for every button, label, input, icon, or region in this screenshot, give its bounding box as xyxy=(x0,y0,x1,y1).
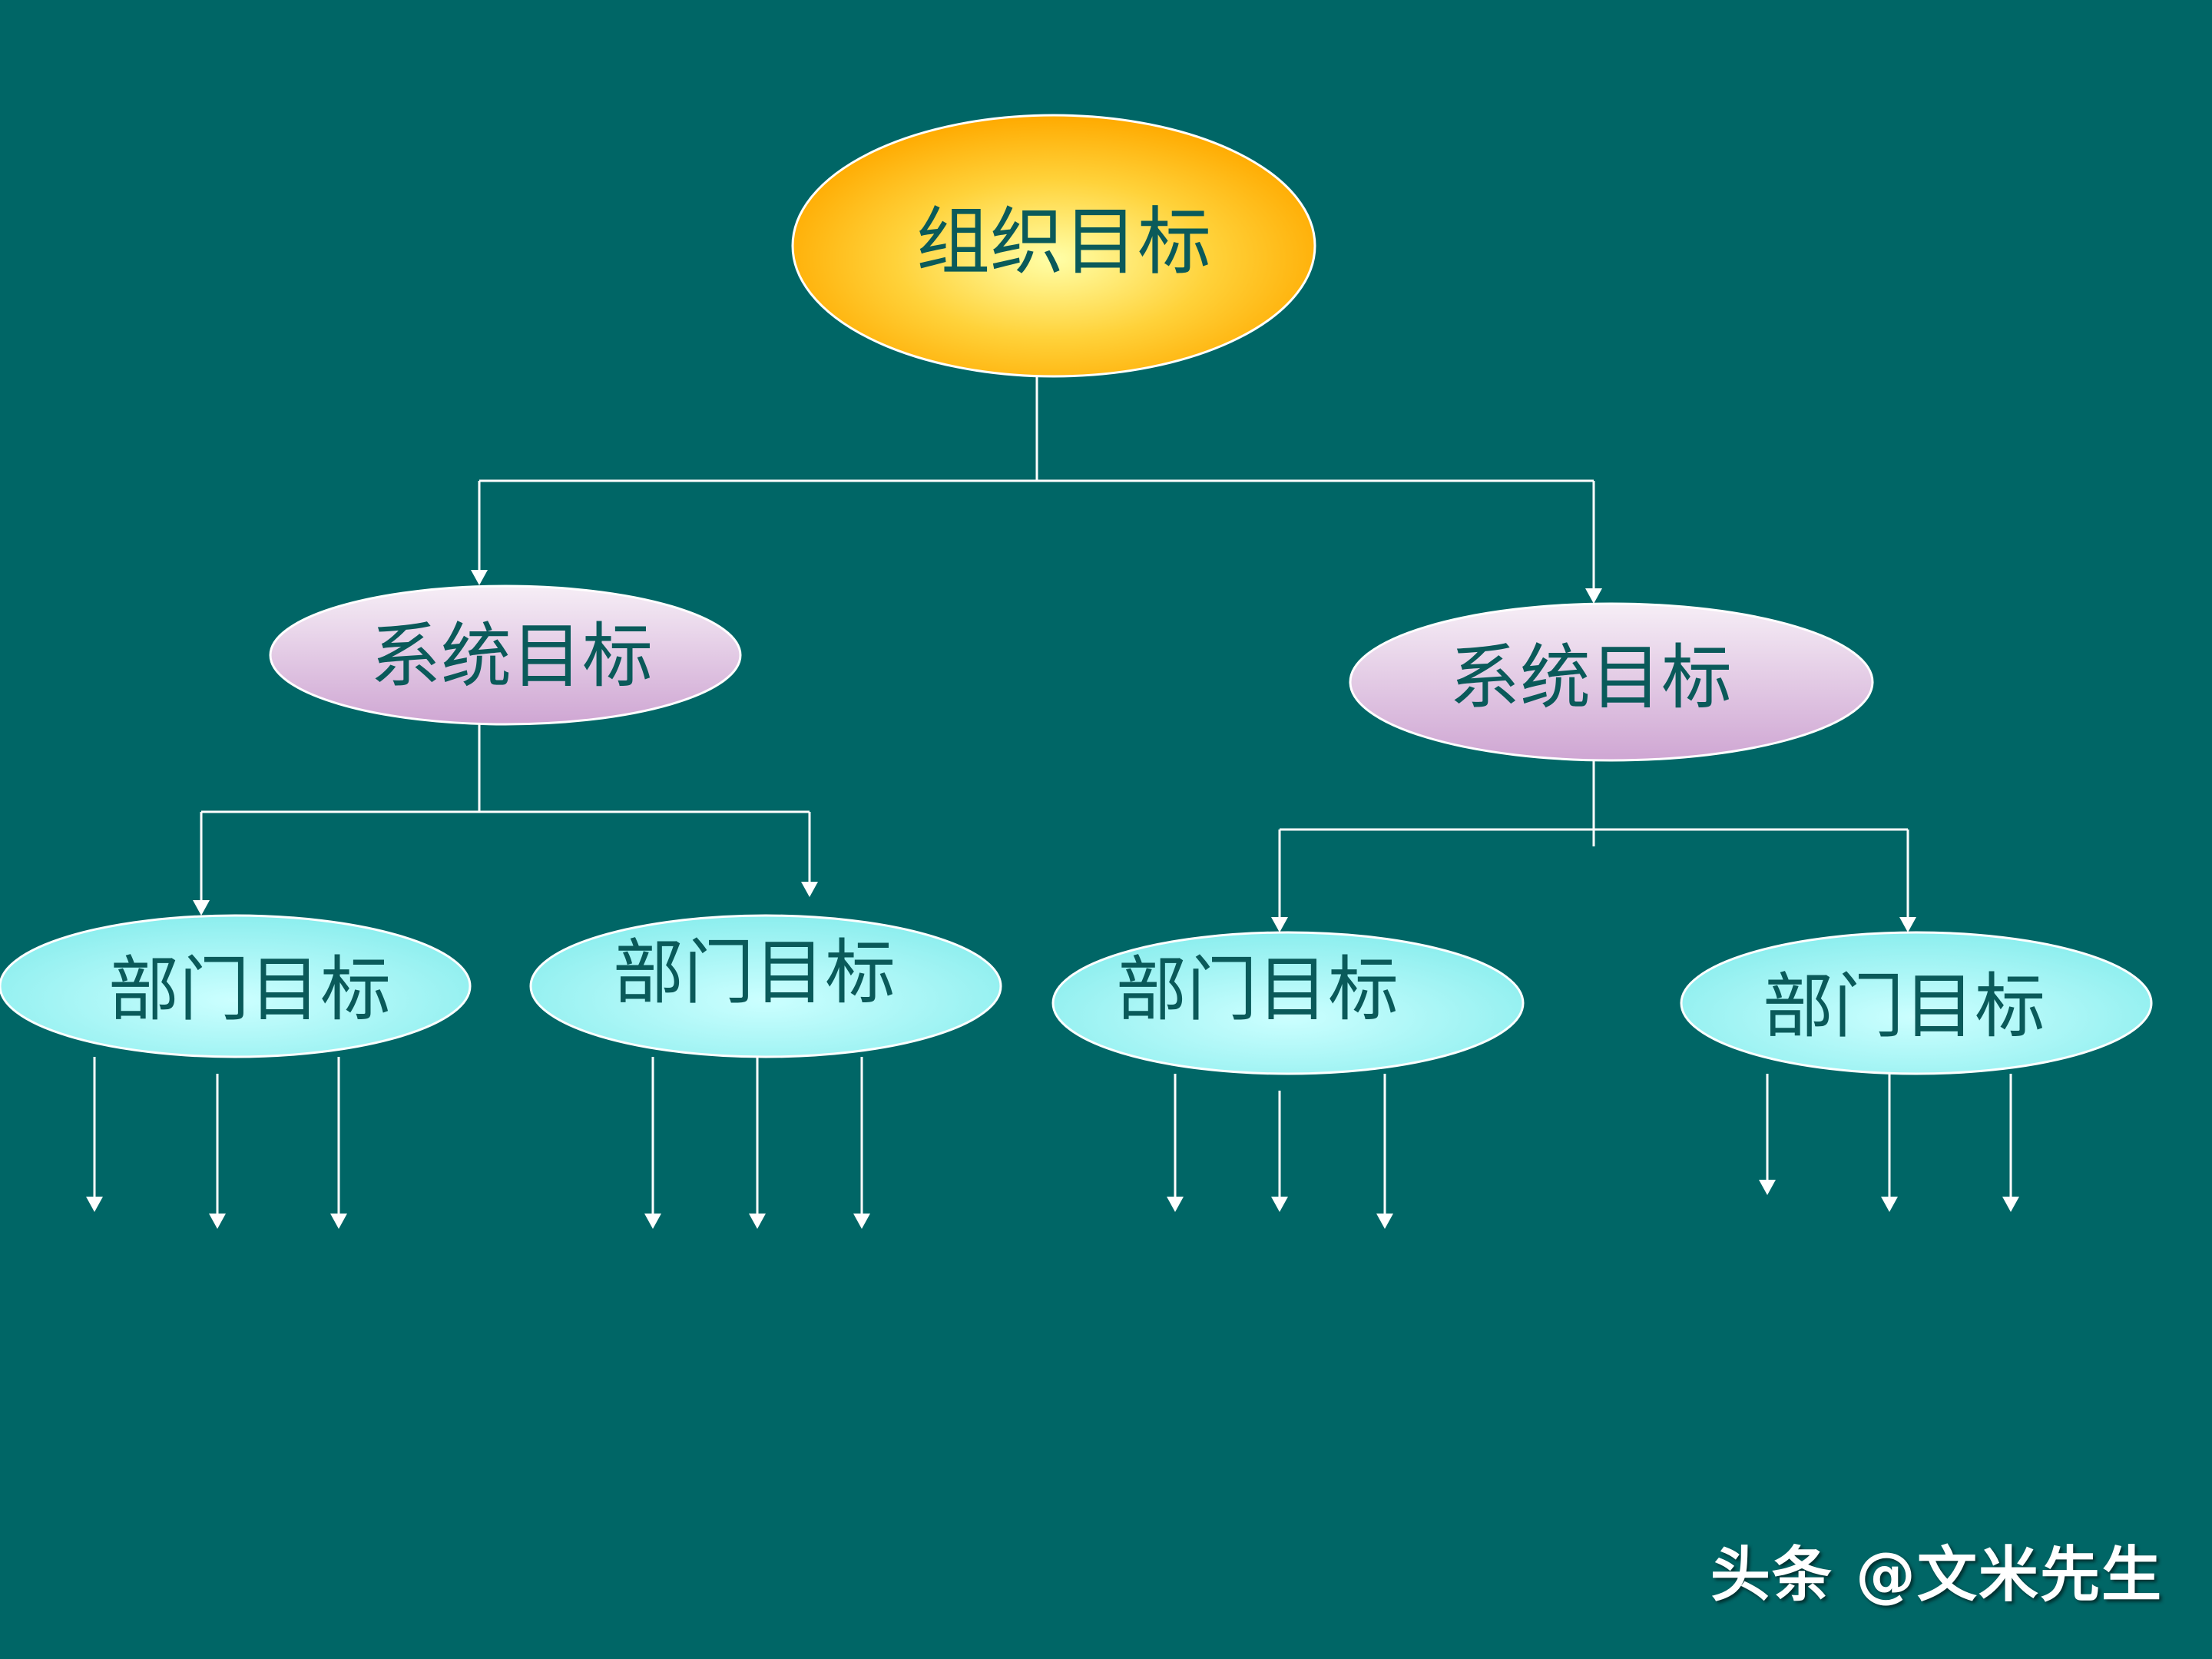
system-right-connectors xyxy=(1271,760,1916,932)
arrowhead xyxy=(1271,1197,1288,1212)
root-node: 组织目标 xyxy=(791,114,1316,378)
arrowhead xyxy=(193,900,210,916)
dept-ellipse xyxy=(1051,931,1525,1075)
arrowhead xyxy=(1585,588,1602,604)
dept-node-4: 部门目标 xyxy=(1680,931,2153,1075)
arrowhead xyxy=(644,1214,661,1229)
arrowhead xyxy=(1899,917,1916,932)
dept-outgoing-arrows xyxy=(86,1057,2019,1229)
arrowhead xyxy=(1759,1180,1776,1195)
arrowhead xyxy=(1271,917,1288,932)
system-label: 系统目标 xyxy=(370,615,653,697)
dept-ellipse xyxy=(0,914,472,1058)
arrowhead xyxy=(2002,1197,2019,1212)
dept-node-2: 部门目标 xyxy=(529,914,1002,1058)
arrowhead xyxy=(209,1214,226,1229)
arrowhead xyxy=(1376,1214,1393,1229)
system-ellipse xyxy=(1349,602,1874,762)
system-node-right: 系统目标 xyxy=(1349,602,1874,762)
arrowhead xyxy=(853,1214,870,1229)
arrowhead xyxy=(471,570,488,585)
arrowhead xyxy=(1881,1197,1898,1212)
dept-ellipse xyxy=(1680,931,2153,1075)
dept-label: 部门目标 xyxy=(613,932,896,1014)
dept-label: 部门目标 xyxy=(1763,965,2045,1048)
arrowhead xyxy=(1167,1197,1184,1212)
system-node-left: 系统目标 xyxy=(269,584,742,726)
dept-ellipse xyxy=(529,914,1002,1058)
root-connectors xyxy=(471,376,1602,604)
arrowhead xyxy=(801,882,818,897)
dept-node-3: 部门目标 xyxy=(1051,931,1525,1075)
root-label: 组织目标 xyxy=(916,199,1211,285)
dept-label: 部门目标 xyxy=(108,949,391,1031)
dept-label: 部门目标 xyxy=(1116,949,1399,1031)
root-ellipse xyxy=(791,114,1316,378)
watermark: 头条 @文米先生 xyxy=(1710,1541,2163,1610)
dept-node-1: 部门目标 xyxy=(0,914,472,1058)
system-ellipse xyxy=(269,584,742,726)
arrowhead xyxy=(86,1197,103,1212)
arrowhead xyxy=(749,1214,766,1229)
system-label: 系统目标 xyxy=(1449,637,1732,719)
system-left-connectors xyxy=(193,724,818,916)
arrowhead xyxy=(330,1214,347,1229)
